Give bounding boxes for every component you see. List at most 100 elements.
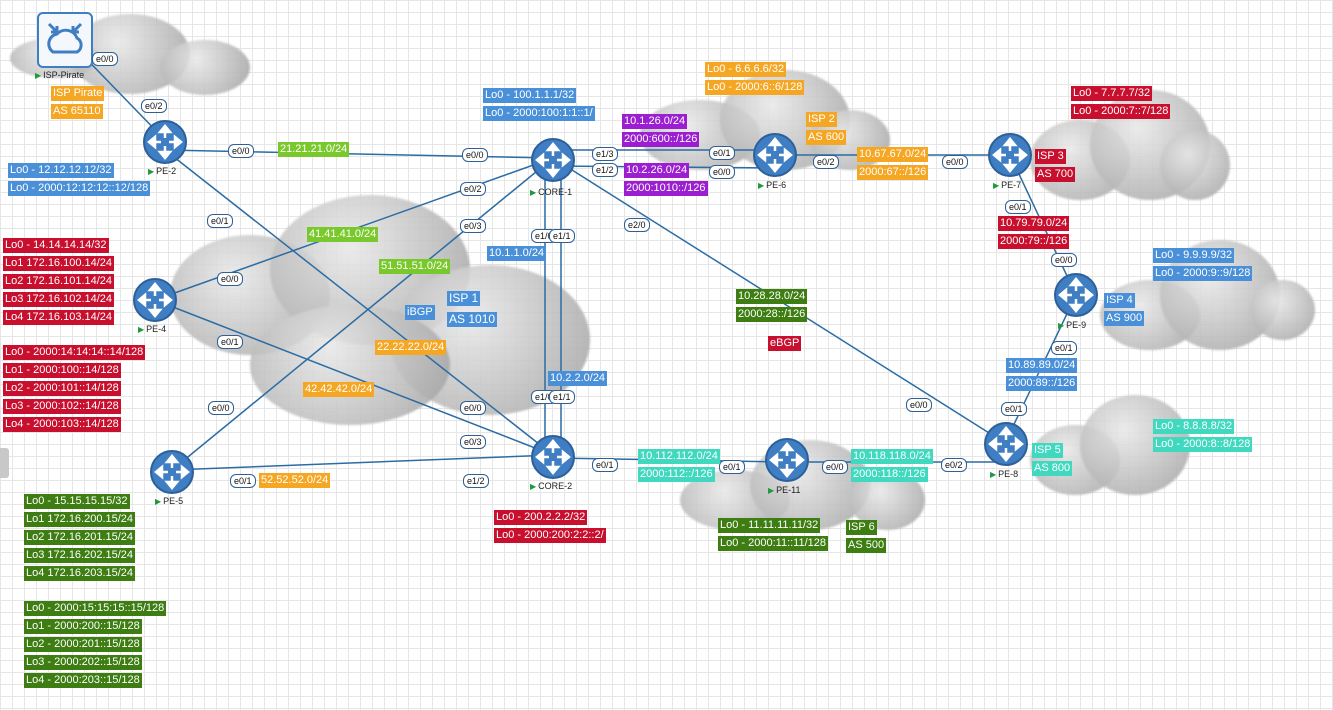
- net-21: 21.21.21.0/24: [278, 142, 350, 157]
- router-core2[interactable]: [531, 435, 575, 479]
- iface-pe6-e01[interactable]: e0/1: [709, 146, 735, 160]
- isp5-as: AS 800: [1032, 461, 1073, 476]
- net-10-1-26: 10.1.26.0/24: [622, 114, 688, 129]
- iface-core1-e03[interactable]: e0/3: [460, 219, 486, 233]
- iface-pe4-e01[interactable]: e0/1: [217, 335, 243, 349]
- link-pe2-core2[interactable]: [164, 149, 554, 456]
- net-10-89: 10.89.89.0/24: [1006, 358, 1078, 373]
- core1-lo0-v6: Lo0 - 2000:100:1:1::1/: [483, 106, 595, 121]
- isp4-label: ISP 4: [1104, 293, 1135, 308]
- router-pe8-name: ▶PE-8: [990, 469, 1019, 479]
- core2-lo0-v6: Lo0 - 2000:200:2:2::2/: [494, 528, 606, 543]
- iface-core1-e00[interactable]: e0/0: [462, 148, 488, 162]
- iface-core2-e12[interactable]: e1/2: [463, 474, 489, 488]
- iface-pe2-e02[interactable]: e0/2: [141, 99, 167, 113]
- net-10-2-26: 10.2.26.0/24: [624, 163, 690, 178]
- net-2000-118: 2000:118::/126: [851, 467, 928, 482]
- link-pe2-core1[interactable]: [164, 149, 554, 159]
- link-pe5-core1[interactable]: [171, 157, 554, 471]
- ebgp-label: eBGP: [768, 336, 802, 351]
- iface-pe2-e01[interactable]: e0/1: [207, 214, 233, 228]
- iface-core1-e20[interactable]: e2/0: [624, 218, 650, 232]
- isp-pirate-label: ISP Pirate: [51, 86, 105, 101]
- router-core1-name: ▶CORE-1: [530, 187, 573, 197]
- net-2000-600: 2000:600::/126: [622, 132, 700, 147]
- link-pe5-core2[interactable]: [171, 454, 554, 471]
- net-2000-67: 2000:67::/126: [857, 165, 929, 180]
- isp1-label: ISP 1: [447, 291, 481, 306]
- iface-pe8-e00[interactable]: e0/0: [906, 398, 932, 412]
- isp-pirate-icon[interactable]: [37, 12, 93, 68]
- iface-pe4-e00[interactable]: e0/0: [217, 272, 243, 286]
- iface-pe7-e01[interactable]: e0/1: [1005, 200, 1031, 214]
- pe7-lo0-v6: Lo0 - 2000:7::7/128: [1071, 104, 1171, 119]
- iface-pe7-e00[interactable]: e0/0: [942, 155, 968, 169]
- iface-pe11-e01[interactable]: e0/1: [719, 460, 745, 474]
- net-51: 51.51.51.0/24: [379, 259, 451, 274]
- pe5-lo2-v6: Lo2 - 2000:201::15/128: [24, 637, 142, 652]
- isp1-as: AS 1010: [447, 312, 498, 327]
- router-pe11[interactable]: [765, 438, 809, 482]
- router-pe7-name: ▶PE-7: [993, 180, 1022, 190]
- pe4-lo0: Lo0 - 14.14.14.14/32: [3, 238, 109, 253]
- net-2000-89: 2000:89::/126: [1006, 376, 1078, 391]
- link-pe4-core2[interactable]: [154, 299, 554, 456]
- iface-core1-e13[interactable]: e1/3: [592, 147, 618, 161]
- pe2-lo0: Lo0 - 12.12.12.12/32: [8, 163, 114, 178]
- router-pe6-name: ▶PE-6: [758, 180, 787, 190]
- iface-pe6-e00[interactable]: e0/0: [709, 165, 735, 179]
- pe9-lo0-v6: Lo0 - 2000:9::9/128: [1153, 266, 1253, 281]
- pe2-lo0-v6: Lo0 - 2000:12:12:12::12/128: [8, 181, 151, 196]
- net-10-28: 10.28.28.0/24: [736, 289, 808, 304]
- pe11-lo0: Lo0 - 11.11.11.11/32: [718, 518, 821, 533]
- router-pe7[interactable]: [988, 133, 1032, 177]
- router-pe8[interactable]: [984, 422, 1028, 466]
- pe4-lo1-v6: Lo1 - 2000:100::14/128: [3, 363, 121, 378]
- iface-core1-e02[interactable]: e0/2: [460, 182, 486, 196]
- iface-core2-e11[interactable]: e1/1: [549, 390, 575, 404]
- iface-core2-e00[interactable]: e0/0: [460, 401, 486, 415]
- iface-pirate-e00[interactable]: e0/0: [92, 52, 118, 66]
- router-pe5[interactable]: [150, 450, 194, 494]
- router-pe9[interactable]: [1054, 273, 1098, 317]
- iface-core1-e11[interactable]: e1/1: [549, 229, 575, 243]
- pe5-lo0: Lo0 - 15.15.15.15/32: [24, 494, 130, 509]
- isp6-as: AS 500: [846, 538, 887, 553]
- iface-pe8-e02[interactable]: e0/2: [941, 458, 967, 472]
- pe9-lo0: Lo0 - 9.9.9.9/32: [1153, 248, 1235, 263]
- iface-pe6-e02[interactable]: e0/2: [813, 155, 839, 169]
- net-42: 42.42.42.0/24: [303, 382, 375, 397]
- iface-core2-e01[interactable]: e0/1: [592, 458, 618, 472]
- isp2-as: AS 600: [806, 130, 847, 145]
- router-core1[interactable]: [531, 138, 575, 182]
- core2-lo0: Lo0 - 200.2.2.2/32: [494, 510, 588, 525]
- router-pe4[interactable]: [133, 278, 177, 322]
- iface-pe11-e00[interactable]: e0/0: [822, 460, 848, 474]
- pe5-lo1-v6: Lo1 - 2000:200::15/128: [24, 619, 142, 634]
- pe4-lo4: Lo4 172.16.103.14/24: [3, 310, 115, 325]
- pe5-lo3-v6: Lo3 - 2000:202::15/128: [24, 655, 142, 670]
- iface-pe2-e00[interactable]: e0/0: [228, 144, 254, 158]
- router-pe6[interactable]: [753, 133, 797, 177]
- router-pe2[interactable]: [143, 120, 187, 164]
- iface-pe9-e01[interactable]: e0/1: [1051, 341, 1077, 355]
- iface-pe9-e00[interactable]: e0/0: [1051, 253, 1077, 267]
- net-10-118: 10.118.118.0/24: [851, 449, 933, 464]
- pe6-lo0: Lo0 - 6.6.6.6/32: [705, 62, 787, 77]
- isp5-label: ISP 5: [1032, 443, 1063, 458]
- core1-lo0: Lo0 - 100.1.1.1/32: [483, 88, 577, 103]
- pe4-lo2-v6: Lo2 - 2000:101::14/128: [3, 381, 121, 396]
- pe4-lo2: Lo2 172.16.101.14/24: [3, 274, 115, 289]
- pe4-lo0-v6: Lo0 - 2000:14:14:14::14/128: [3, 345, 146, 360]
- pe5-lo3: Lo3 172.16.202.15/24: [24, 548, 136, 563]
- iface-pe5-e00[interactable]: e0/0: [208, 401, 234, 415]
- pe8-lo0: Lo0 - 8.8.8.8/32: [1153, 419, 1235, 434]
- iface-pe5-e01[interactable]: e0/1: [230, 474, 256, 488]
- pe5-lo2: Lo2 172.16.201.15/24: [24, 530, 136, 545]
- iface-core1-e12[interactable]: e1/2: [592, 163, 618, 177]
- side-panel-handle[interactable]: [0, 448, 9, 478]
- isp-pirate-as: AS 65110: [51, 104, 103, 119]
- net-10-112: 10.112.112.0/24: [638, 449, 720, 464]
- iface-core2-e03[interactable]: e0/3: [460, 435, 486, 449]
- iface-pe8-e01[interactable]: e0/1: [1001, 402, 1027, 416]
